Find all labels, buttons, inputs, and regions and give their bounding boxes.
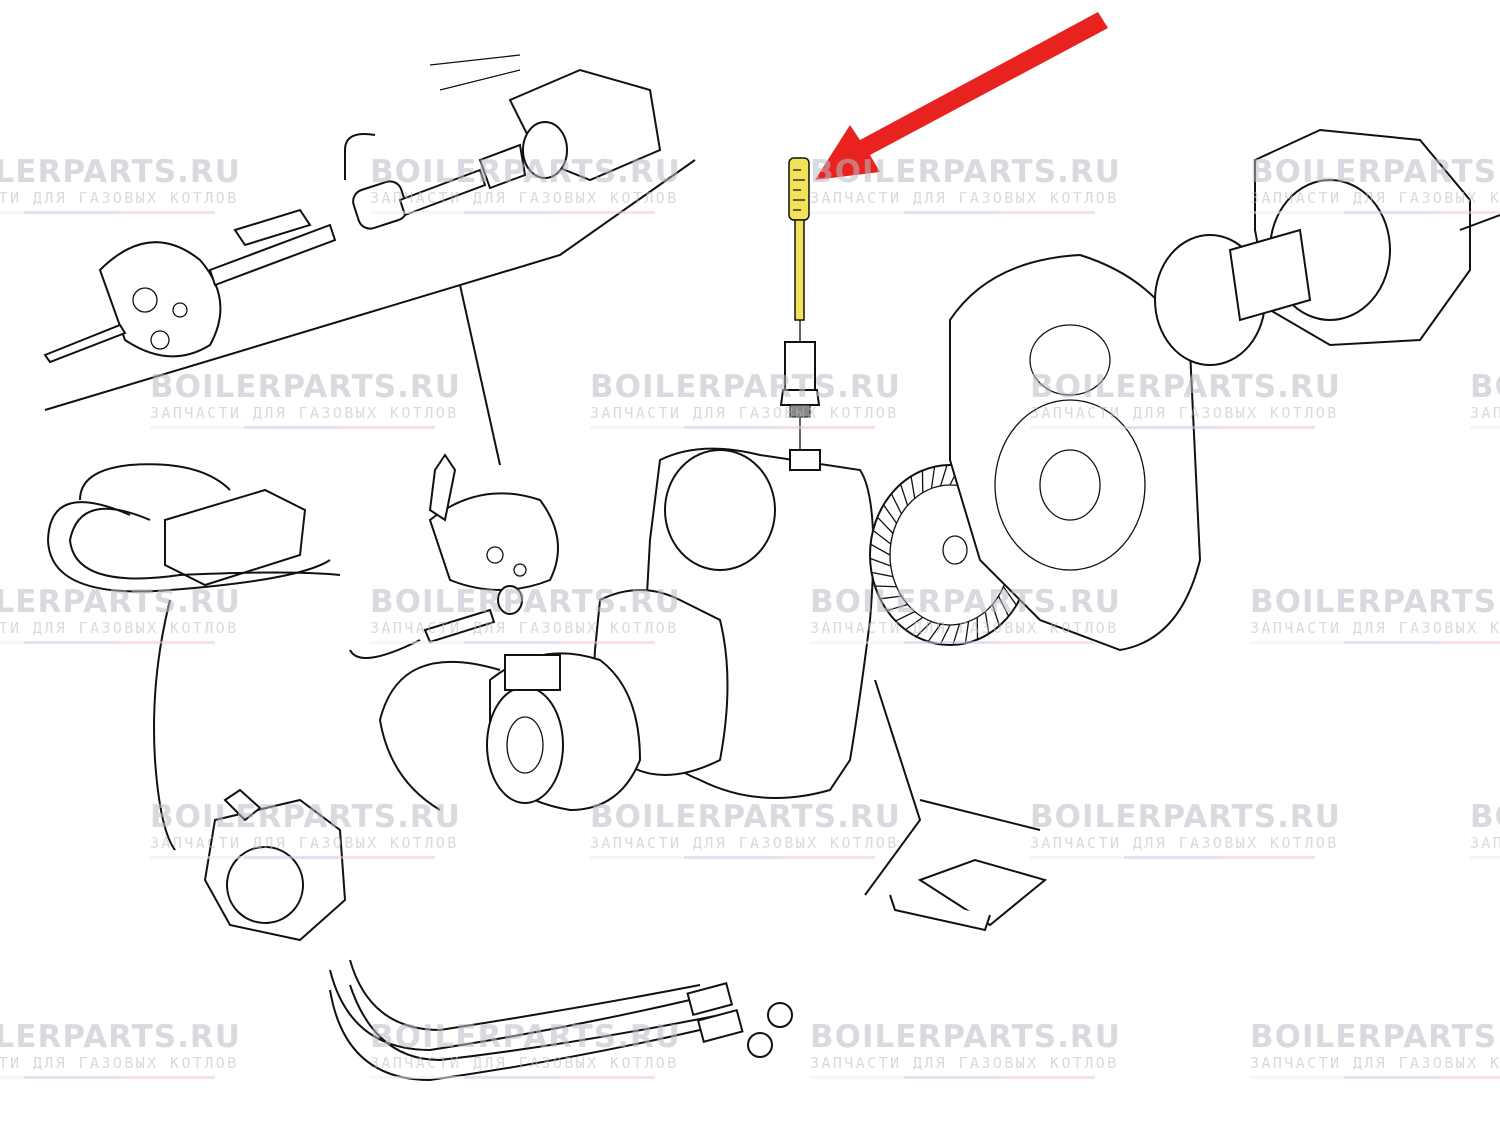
fan-blade: [880, 595, 902, 600]
fan-blade: [991, 604, 1001, 627]
fan-blade: [910, 476, 916, 499]
oil-pump: [203, 788, 347, 942]
fan-blade: [871, 571, 894, 578]
highlighted-electrode: [779, 157, 821, 450]
fan-blade: [890, 493, 903, 515]
motor: [378, 652, 642, 812]
ignition-transformer: [46, 463, 341, 851]
fan-blade: [915, 621, 932, 638]
fan-blade: [927, 623, 942, 642]
fan-blade: [883, 504, 898, 524]
oil-hoses: [329, 959, 793, 1082]
fan-blade: [869, 557, 891, 567]
pointer-arrow: [815, 12, 1108, 180]
fan-blade: [1002, 586, 1017, 606]
fan-blade: [997, 595, 1010, 617]
inset-divider-lines: [44, 159, 696, 466]
mounting-flange: [1154, 128, 1500, 366]
electrode-bracket: [349, 453, 559, 659]
combustion-head-assembly: [43, 54, 662, 364]
fan-blade: [872, 529, 892, 545]
fan-blade: [939, 464, 948, 487]
fan-blade: [876, 516, 894, 534]
fan-blade: [870, 543, 891, 556]
fan-blade: [895, 611, 916, 622]
manual-envelope: [864, 679, 1048, 932]
fan-blade: [874, 585, 897, 588]
fan-blade: [886, 603, 908, 612]
fan-blade: [905, 616, 924, 631]
fan-housing: [593, 447, 875, 799]
fan-blade: [984, 611, 990, 634]
fan-blade: [930, 466, 936, 489]
fan-blade: [899, 483, 909, 506]
fan-blade: [964, 621, 970, 644]
